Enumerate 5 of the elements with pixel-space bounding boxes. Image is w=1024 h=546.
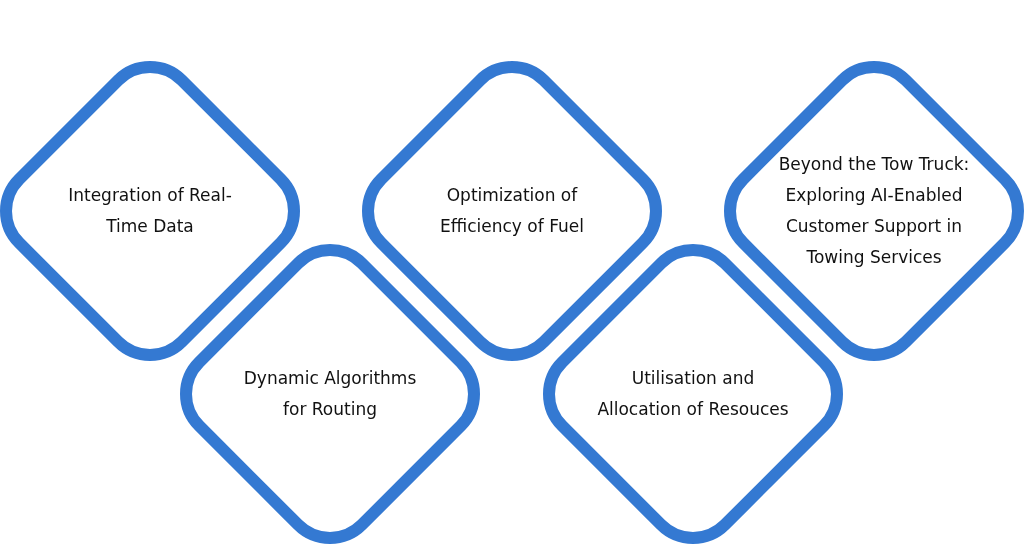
diamond-label: Beyond the Tow Truck: Exploring AI-Enabled Customer Support in Towing Services: [777, 153, 971, 269]
diamond-label: Utilisation and Allocation of Resouces: [596, 367, 790, 421]
diamond-label: Integration of Real-Time Data: [67, 184, 233, 238]
diamond-label: Dynamic Algorithms for Routing: [242, 367, 418, 421]
diamond-label: Optimization of Efficiency of Fuel: [439, 184, 585, 238]
